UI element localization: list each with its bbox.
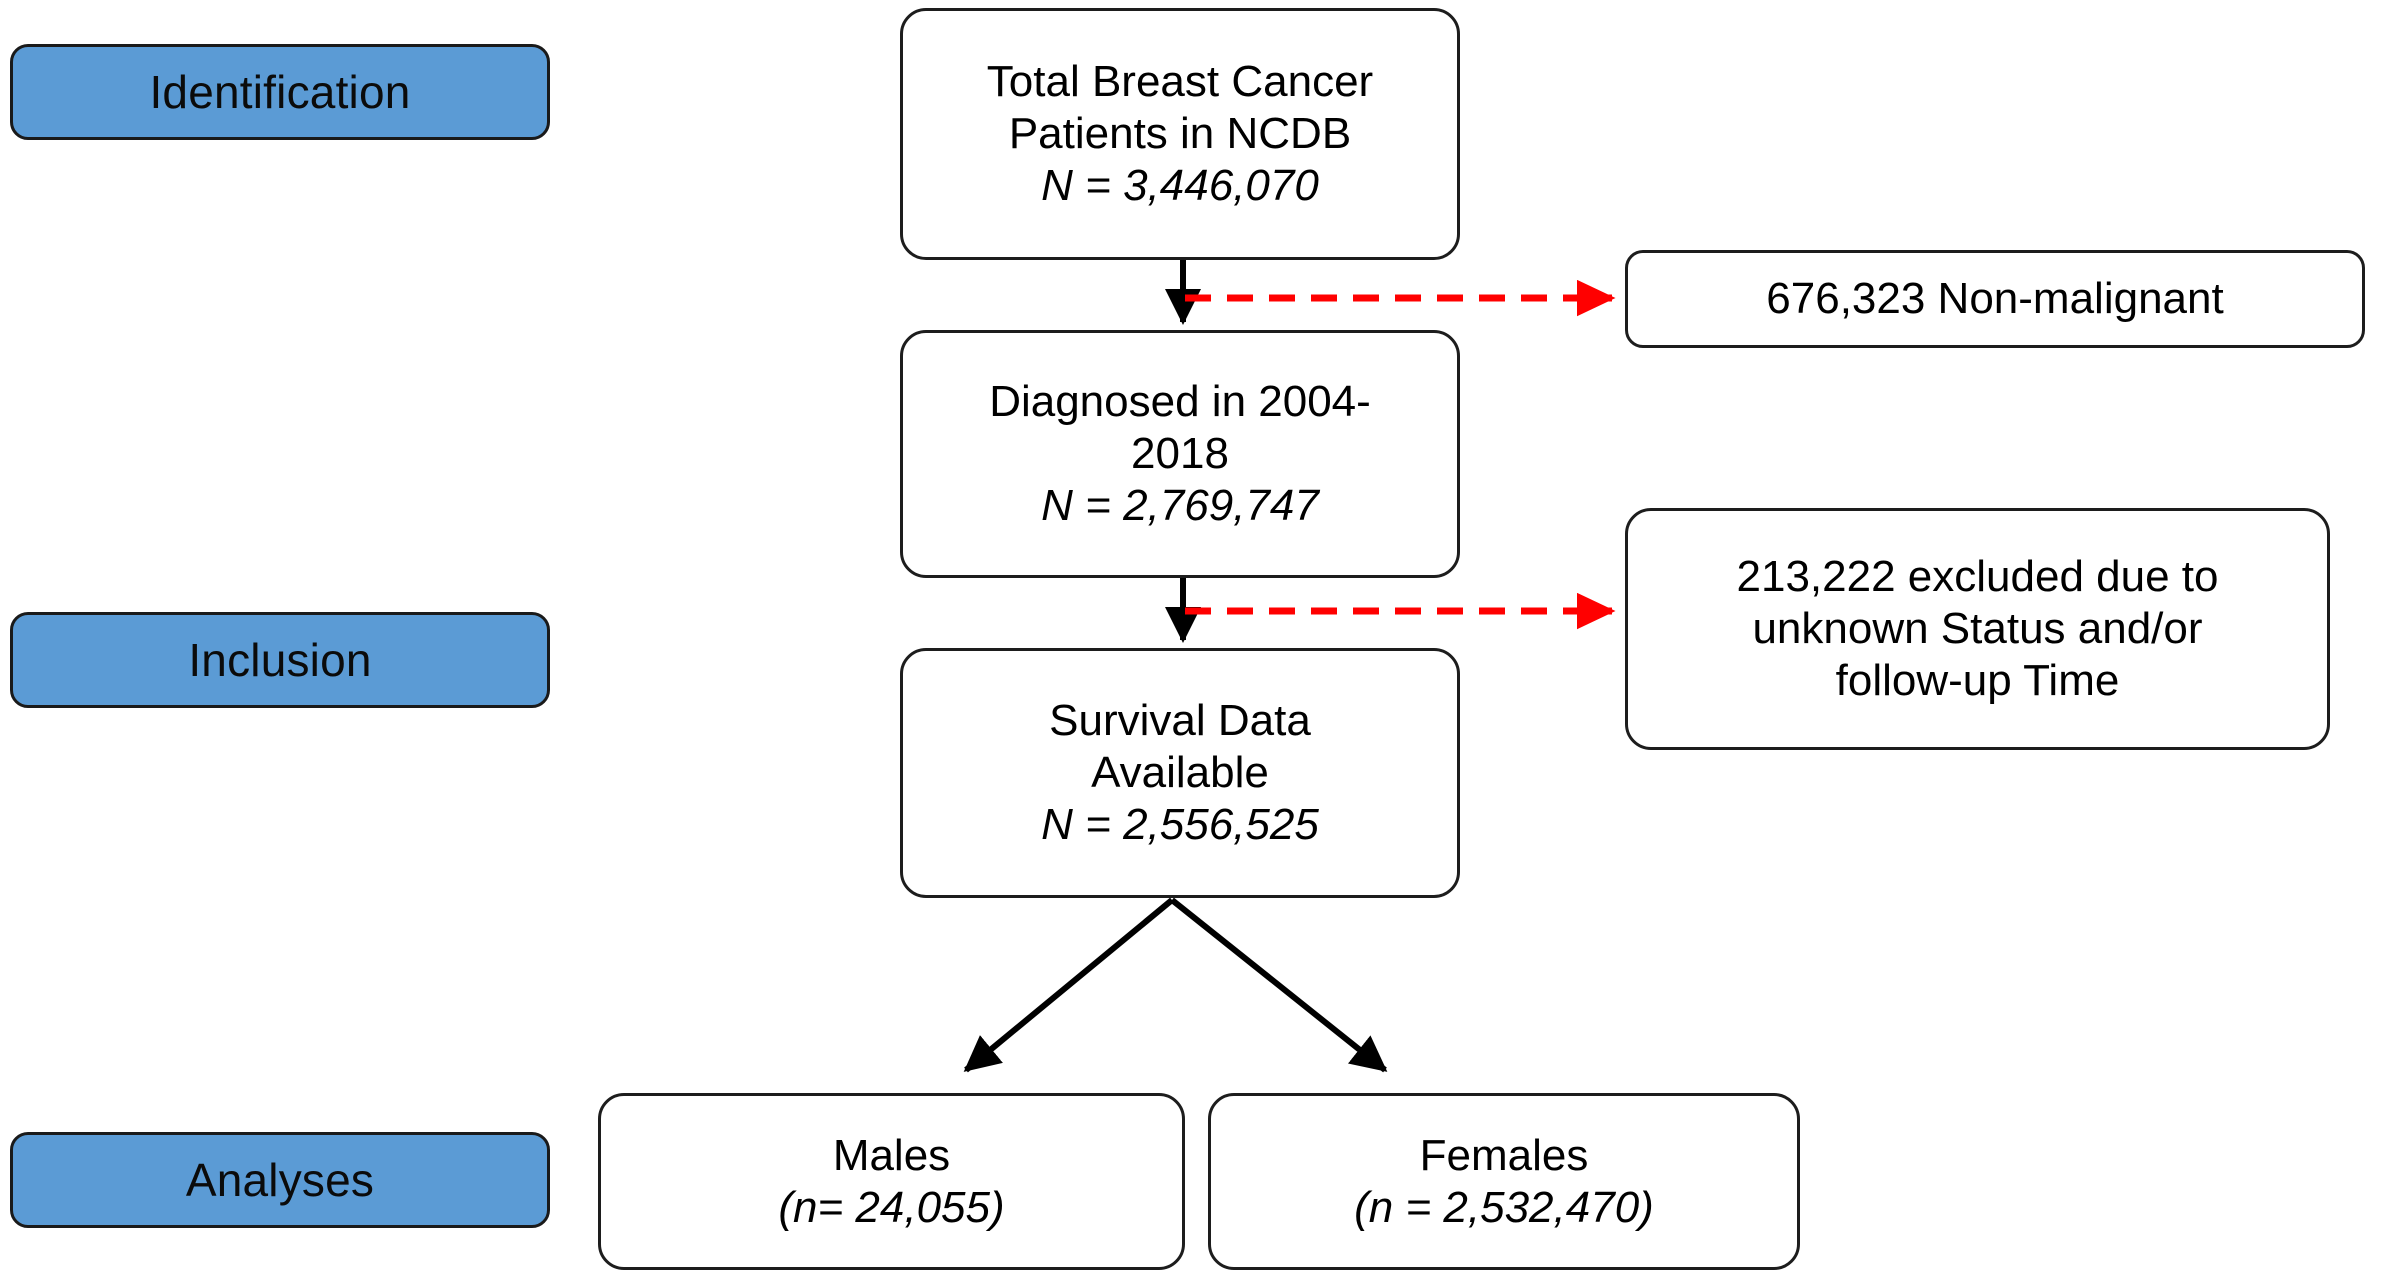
exclusion-unknown-status-line-2: unknown Status and/or	[1752, 604, 2203, 654]
node-survival-data-count: N = 2,556,525	[1041, 799, 1319, 849]
node-survival-data: Survival Data Available N = 2,556,525	[900, 648, 1460, 898]
stage-label-analyses-text: Analyses	[185, 1153, 375, 1206]
node-total-patients-count: N = 3,446,070	[1041, 160, 1319, 210]
node-total-patients-line-2: Patients in NCDB	[1008, 109, 1352, 159]
node-diagnosed-window-count: N = 2,769,747	[1041, 480, 1319, 530]
node-diagnosed-window-line-2: 2018	[1131, 429, 1229, 479]
node-total-patients: Total Breast Cancer Patients in NCDB N =…	[900, 8, 1460, 260]
arrow-survival-to-males	[963, 897, 1174, 1073]
exclusion-unknown-status: 213,222 excluded due to unknown Status a…	[1625, 508, 2330, 750]
node-females-label: Females	[1419, 1130, 1589, 1180]
stage-label-identification: Identification	[10, 44, 550, 140]
node-diagnosed-window: Diagnosed in 2004- 2018 N = 2,769,747	[900, 330, 1460, 578]
stage-label-inclusion: Inclusion	[10, 612, 550, 708]
stage-label-inclusion-text: Inclusion	[188, 633, 372, 686]
node-males-label: Males	[832, 1130, 951, 1180]
exclusion-unknown-status-line-1: 213,222 excluded due to	[1736, 552, 2219, 602]
node-females-count: (n = 2,532,470)	[1354, 1182, 1654, 1232]
arrow-survival-to-females	[1170, 897, 1388, 1073]
node-survival-data-line-2: Available	[1091, 748, 1269, 798]
node-males-count: (n= 24,055)	[778, 1182, 1005, 1232]
node-total-patients-line-1: Total Breast Cancer	[986, 57, 1374, 107]
exclusion-non-malignant: 676,323 Non-malignant	[1625, 250, 2365, 348]
exclusion-non-malignant-text: 676,323 Non-malignant	[1766, 274, 2224, 324]
stage-label-identification-text: Identification	[149, 65, 411, 118]
node-males: Males (n= 24,055)	[598, 1093, 1185, 1270]
node-survival-data-line-1: Survival Data	[1049, 696, 1311, 746]
node-diagnosed-window-line-1: Diagnosed in 2004-	[989, 377, 1371, 427]
stage-label-analyses: Analyses	[10, 1132, 550, 1228]
node-females: Females (n = 2,532,470)	[1208, 1093, 1800, 1270]
exclusion-unknown-status-line-3: follow-up Time	[1835, 655, 2120, 705]
